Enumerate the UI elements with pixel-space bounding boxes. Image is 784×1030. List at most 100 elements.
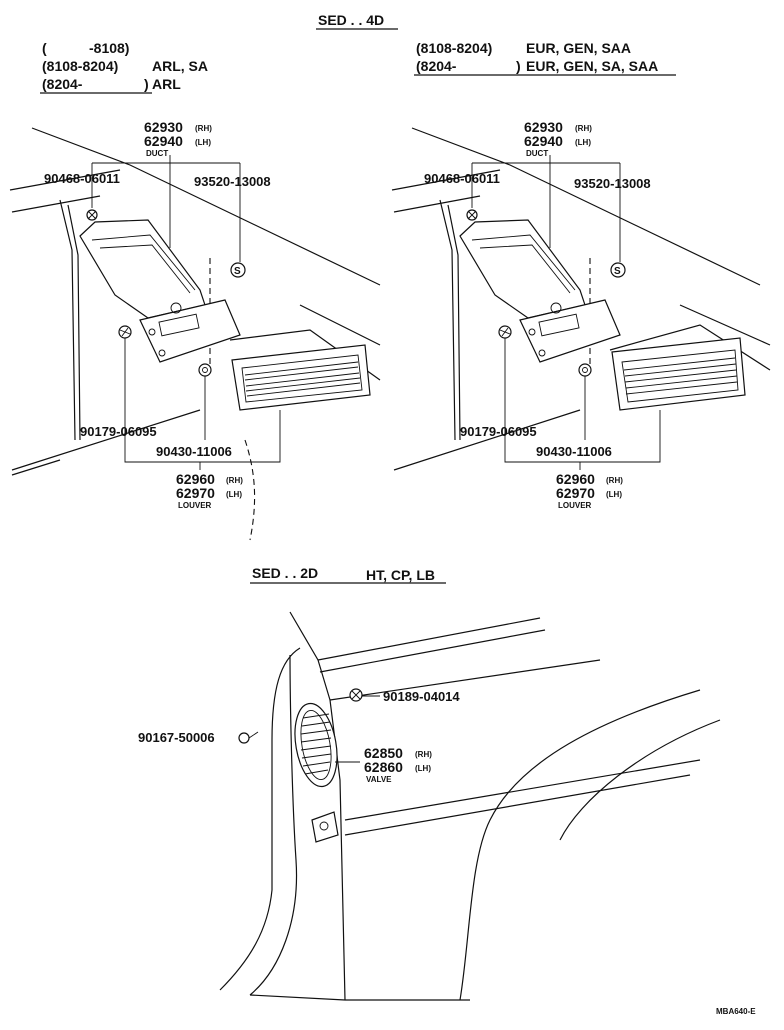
screw-icon xyxy=(238,731,259,744)
hidden-line xyxy=(244,439,256,541)
body-line xyxy=(299,304,381,346)
part-number-duct-lh: 62940 xyxy=(144,133,183,149)
part-number-duct-rh: 62930 xyxy=(144,119,183,135)
valve-diagram: 90189-04014 90167-50006 62850 (RH) 62860… xyxy=(138,611,721,1001)
floor-line xyxy=(11,459,61,476)
body-line xyxy=(393,195,481,213)
pillar-line xyxy=(289,611,346,1001)
floor-line xyxy=(11,409,201,471)
part-number-nut: 90179-06095 xyxy=(80,424,157,439)
door-line xyxy=(559,719,721,841)
right-model-header: (8108-8204) EUR, GEN, SAA (8204- ) EUR, … xyxy=(414,40,676,76)
body-line xyxy=(31,127,381,286)
suffix-lh: (LH) xyxy=(575,138,591,147)
duct-edge xyxy=(99,244,191,294)
left-header-line2-code: (8108-8204) xyxy=(42,58,118,74)
section-title-sed-2d: SED . . 2D xyxy=(252,565,318,581)
bracket-hole xyxy=(550,302,562,314)
pillar-line xyxy=(447,204,461,441)
section-title-sed-4d: SED . . 4D xyxy=(318,12,384,28)
bracket-hole xyxy=(528,328,536,336)
grommet-icon xyxy=(578,363,592,377)
duct-edge xyxy=(91,234,196,291)
duct-body xyxy=(459,219,586,319)
screw-icon xyxy=(466,209,478,221)
figure-code: MBA640-E xyxy=(716,1007,756,1016)
part-number-duct-rh: 62930 xyxy=(524,119,563,135)
clip-icon: S xyxy=(610,262,626,278)
part-number-louver-rh: 62960 xyxy=(176,471,215,487)
left-header-line3-code: (8204- xyxy=(42,76,83,92)
duct-edge xyxy=(479,244,571,294)
part-name-valve: VALVE xyxy=(366,775,392,784)
suffix-rh: (RH) xyxy=(575,124,592,133)
part-number-louver-rh: 62960 xyxy=(556,471,595,487)
left-header-line1-rest: -8108) xyxy=(89,40,129,56)
suffix-lh: (LH) xyxy=(195,138,211,147)
bracket-hole xyxy=(158,349,166,357)
left-header-line3-paren: ) xyxy=(144,76,149,92)
body-line xyxy=(344,759,701,821)
part-name-duct: DUCT xyxy=(146,149,168,158)
part-number-clip: 93520-13008 xyxy=(194,174,271,189)
body-line xyxy=(329,659,601,701)
leader-line xyxy=(124,338,281,463)
clip-icon: S xyxy=(230,262,246,278)
suffix-rh: (RH) xyxy=(195,124,212,133)
floor-line xyxy=(393,409,581,471)
part-name-louver: LOUVER xyxy=(558,501,592,510)
body-line xyxy=(679,304,771,346)
clip-icon xyxy=(349,688,363,702)
bracket-hole xyxy=(538,349,546,357)
left-duct-diagram: S 62930 (RH) xyxy=(9,119,381,541)
duct-body xyxy=(79,219,206,319)
right-header-line2-paren: ) xyxy=(516,58,521,74)
section-title-ht-cp-lb: HT, CP, LB xyxy=(366,567,435,583)
left-header-line2-rest: ARL, SA xyxy=(152,58,208,74)
body-line xyxy=(609,324,771,371)
nut-icon xyxy=(498,325,512,339)
left-header-line3-rest: ARL xyxy=(152,76,181,92)
part-number-clip2: 90189-04014 xyxy=(383,689,460,704)
pillar-line xyxy=(439,199,456,441)
duct-edge xyxy=(471,234,576,291)
right-header-line2-rest: EUR, GEN, SA, SAA xyxy=(526,58,658,74)
screw-icon xyxy=(86,209,98,221)
part-number-nut: 90179-06095 xyxy=(460,424,537,439)
right-header-line1-code: (8108-8204) xyxy=(416,40,492,56)
body-line xyxy=(317,617,541,661)
body-line xyxy=(319,629,546,673)
bracket-slot xyxy=(538,313,580,337)
nut-icon xyxy=(118,325,132,339)
part-number-screw: 90468-06011 xyxy=(424,171,500,186)
louver-grille xyxy=(231,344,371,411)
part-number-screw: 90468-06011 xyxy=(44,171,120,186)
grommet-icon xyxy=(198,363,212,377)
pillar-line xyxy=(67,204,81,441)
bracket-hole xyxy=(148,328,156,336)
right-duct-diagram: S 62930 (RH) 62940 (LH) D xyxy=(391,119,771,510)
right-header-line2-code: (8204- xyxy=(416,58,457,74)
part-number-grommet: 90430-11006 xyxy=(156,444,232,459)
pillar-line xyxy=(219,647,301,991)
sill-line xyxy=(249,994,346,1001)
left-model-header: ( -8108) (8108-8204) ARL, SA (8204- ) AR… xyxy=(40,40,208,94)
part-number-screw2: 90167-50006 xyxy=(138,730,215,745)
svg-text:S: S xyxy=(234,266,241,277)
body-line xyxy=(411,127,761,286)
bracket-hole xyxy=(170,302,182,314)
duct-bracket xyxy=(139,299,241,363)
duct-bracket xyxy=(519,299,621,363)
door-line xyxy=(459,689,701,1001)
part-number-valve-lh: 62860 xyxy=(364,759,403,775)
part-number-louver-lh: 62970 xyxy=(176,485,215,501)
part-number-duct-lh: 62940 xyxy=(524,133,563,149)
suffix-lh: (LH) xyxy=(226,490,242,499)
right-header-line1-rest: EUR, GEN, SAA xyxy=(526,40,631,56)
suffix-rh: (RH) xyxy=(606,476,623,485)
valve-grille xyxy=(294,702,338,788)
body-line xyxy=(9,169,121,191)
part-number-louver-lh: 62970 xyxy=(556,485,595,501)
pillar-line xyxy=(249,654,298,996)
